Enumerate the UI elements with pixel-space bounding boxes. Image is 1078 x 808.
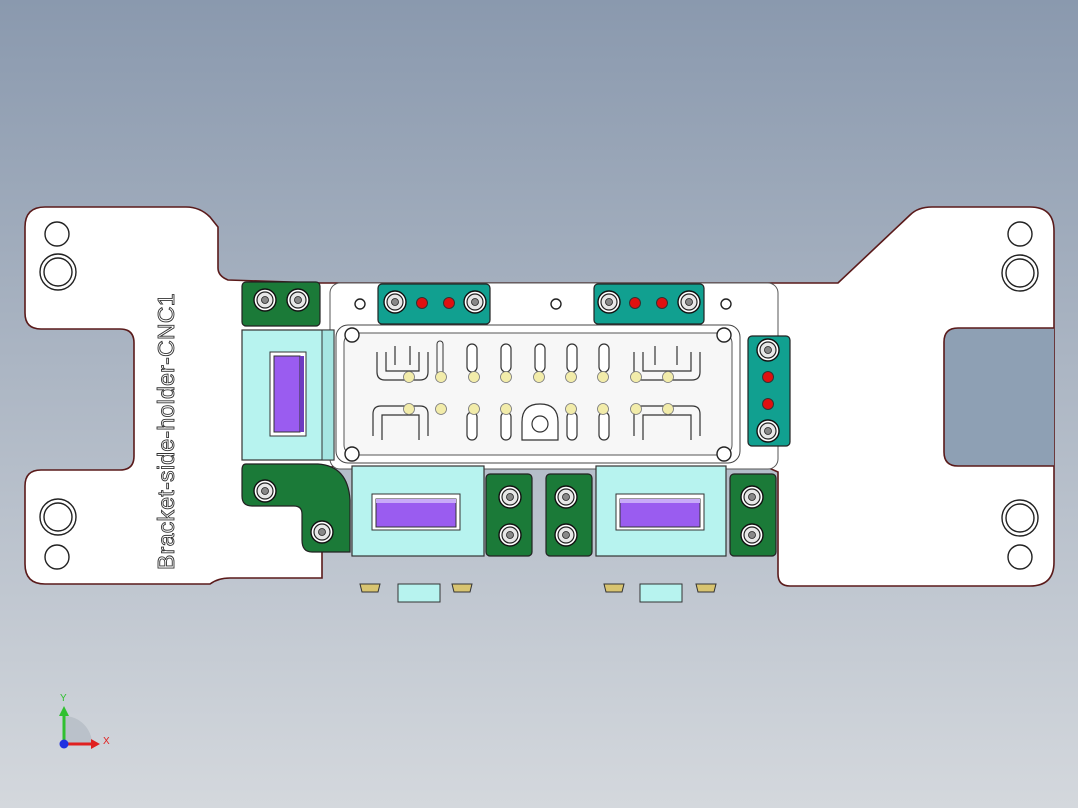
mount-hole xyxy=(344,327,360,343)
locating-pin xyxy=(597,403,609,415)
bolt xyxy=(554,485,578,509)
bolt xyxy=(554,523,578,547)
bolt xyxy=(756,419,780,443)
bolt xyxy=(498,523,522,547)
bolt xyxy=(740,485,764,509)
mount-hole xyxy=(44,221,70,247)
serpentine-slot xyxy=(376,352,429,381)
z-axis-origin xyxy=(59,739,69,749)
bolt xyxy=(383,290,407,314)
part-engraving: Bracket-side-holder-CNC1 xyxy=(153,293,179,570)
locating-pin xyxy=(662,403,674,415)
bolt xyxy=(498,485,522,509)
bottom-jaw-right[interactable] xyxy=(595,465,727,557)
red-pin xyxy=(762,371,774,383)
mount-hole xyxy=(716,327,732,343)
bolt xyxy=(253,288,277,312)
mount-hole xyxy=(354,298,366,310)
clamp-teal-top-left[interactable] xyxy=(377,283,491,325)
locating-pin xyxy=(435,371,447,383)
red-pin xyxy=(416,297,428,309)
locating-pin xyxy=(500,403,512,415)
slot xyxy=(466,411,478,441)
yellow-pins xyxy=(403,371,674,415)
y-axis-label: Y xyxy=(60,693,67,704)
slot xyxy=(534,343,546,373)
plate-holes xyxy=(39,221,1039,570)
red-pin xyxy=(656,297,668,309)
triad-arc xyxy=(64,716,92,744)
clamp-teal-top-right[interactable] xyxy=(593,283,705,325)
slot xyxy=(598,343,610,373)
mount-hole xyxy=(550,298,562,310)
purple-insert xyxy=(375,498,457,528)
purple-insert xyxy=(273,355,301,433)
axis-triad[interactable]: X Y xyxy=(59,693,110,749)
x-axis-label: X xyxy=(103,736,110,747)
bolt xyxy=(286,288,310,312)
x-axis-arrow xyxy=(91,739,100,749)
mount-hole xyxy=(1007,544,1033,570)
red-pins xyxy=(416,297,774,410)
locating-pin xyxy=(468,371,480,383)
slot xyxy=(598,411,610,441)
locating-pin xyxy=(403,403,415,415)
bottom-jaw-left[interactable] xyxy=(351,465,485,557)
bolt xyxy=(756,338,780,362)
clamp-teal-side[interactable] xyxy=(747,335,791,447)
locating-pin xyxy=(403,371,415,383)
bolt xyxy=(310,520,334,544)
locating-pin xyxy=(435,403,447,415)
locating-pin xyxy=(500,371,512,383)
mount-hole xyxy=(720,298,732,310)
mount-hole xyxy=(1007,221,1033,247)
red-pin xyxy=(629,297,641,309)
bolt xyxy=(253,479,277,503)
bolt xyxy=(597,290,621,314)
red-pin xyxy=(762,398,774,410)
bolt xyxy=(677,290,701,314)
locating-pin xyxy=(597,371,609,383)
mount-hole xyxy=(44,544,70,570)
purple-insert xyxy=(619,498,701,528)
mount-hole xyxy=(344,446,360,462)
center-boss xyxy=(521,403,559,441)
slot xyxy=(466,343,478,373)
locating-pin xyxy=(468,403,480,415)
teal-clamps[interactable] xyxy=(377,283,791,447)
slot xyxy=(500,411,512,441)
red-pin xyxy=(443,297,455,309)
slot xyxy=(566,411,578,441)
slot xyxy=(500,343,512,373)
right-notch-edge xyxy=(943,327,1054,467)
locating-pin xyxy=(565,403,577,415)
locating-pin xyxy=(533,371,545,383)
locating-pin xyxy=(630,371,642,383)
bolt xyxy=(740,523,764,547)
y-axis-arrow xyxy=(59,706,69,716)
locating-pin xyxy=(630,403,642,415)
slot xyxy=(566,343,578,373)
mount-hole xyxy=(716,446,732,462)
locating-pin xyxy=(662,371,674,383)
bolt xyxy=(463,290,487,314)
left-vertical-jaw[interactable] xyxy=(241,329,335,461)
bottom-cylinders xyxy=(359,583,717,603)
clamp-bolts xyxy=(253,288,780,547)
locating-pin xyxy=(565,371,577,383)
